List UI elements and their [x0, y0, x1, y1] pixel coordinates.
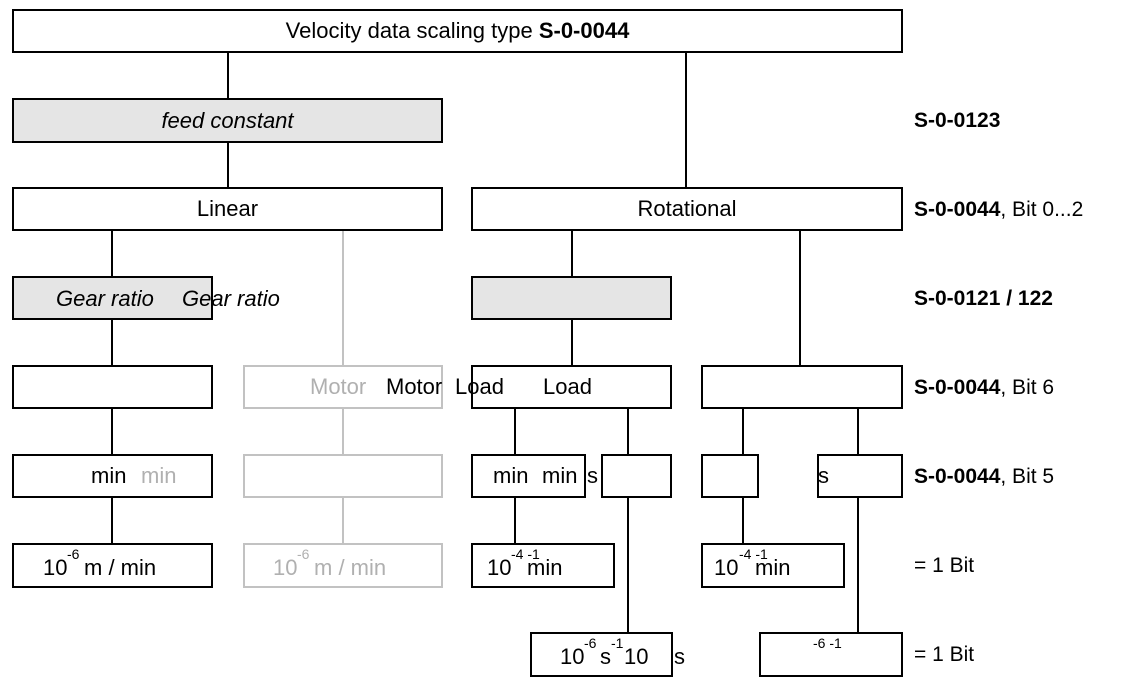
- rotational-motor-box: [701, 365, 903, 409]
- min-box-rot: [471, 454, 586, 498]
- unit-rot-a-rest: min: [527, 555, 563, 580]
- rotational-box: [471, 187, 903, 231]
- unit-s-a-base2: 10: [624, 644, 649, 669]
- ref-feed-constant: S-0-0123: [914, 109, 1000, 133]
- unit-box-rot-b: [701, 543, 845, 588]
- ref-rest: , Bit 6: [1000, 376, 1055, 399]
- unit-rot-b-rest: min: [755, 555, 791, 580]
- ref-param: S-0-0044: [914, 465, 1001, 488]
- unit-s-a-exp2: -1: [611, 635, 624, 651]
- title-label: Velocity data scaling type S-0-0044: [12, 19, 903, 43]
- gear-ratio-box-linear: [12, 276, 213, 320]
- unit-box-s-b: [759, 632, 903, 677]
- gear-ratio-label-a: Gear ratio: [56, 286, 154, 311]
- ref-param: S-0-0123: [914, 109, 1001, 132]
- title-box: [12, 9, 903, 53]
- unit-s-a-base: 10: [560, 644, 585, 669]
- unit-linear-rest: m / min: [84, 555, 157, 580]
- ref-rest: , Bit 5: [1000, 465, 1055, 488]
- unit-rot-a-base: 10: [487, 555, 512, 580]
- min-box-faded: [243, 454, 443, 498]
- unit-s-b-exp: -6 -1: [813, 635, 842, 651]
- unit-rot-b-exp: -4 -1: [739, 546, 768, 562]
- motor-box-faded: [243, 365, 443, 409]
- min-label-linear: min: [91, 463, 127, 488]
- ref-linear-rotational: S-0-0044, Bit 0...2: [914, 198, 1083, 222]
- unit-faded-exp: -6: [297, 546, 310, 562]
- gear-ratio-label-b: Gear ratio: [182, 286, 280, 311]
- gear-ratio-box-rotational: [471, 276, 672, 320]
- ref-param: S-0-0121: [914, 287, 1001, 310]
- min-label-rot-a: min: [493, 463, 529, 488]
- unit-s-a-s: s: [600, 644, 611, 669]
- ref-one-bit-a: = 1 Bit: [914, 554, 974, 578]
- feed-constant-box: [12, 98, 443, 143]
- unit-box-s-a: [530, 632, 673, 677]
- ref-one-bit-b: = 1 Bit: [914, 643, 974, 667]
- unit-box-linear: [12, 543, 213, 588]
- ref-rest: = 1 Bit: [914, 554, 975, 577]
- unit-faded-base: 10: [273, 555, 298, 580]
- ref-gear-ratio: S-0-0121 / 122: [914, 287, 1053, 311]
- unit-rot-b-base: 10: [714, 555, 739, 580]
- unit-box-faded: [243, 543, 443, 588]
- ref-param: S-0-0044: [914, 376, 1001, 399]
- motor-label-faded: Motor: [310, 374, 367, 399]
- ref-motor-load: S-0-0044, Bit 6: [914, 376, 1054, 400]
- min-box-linear: [12, 454, 213, 498]
- linear-label: Linear: [196, 196, 259, 221]
- unit-linear-exp: -6: [67, 546, 80, 562]
- ref-rest: = 1 Bit: [914, 643, 975, 666]
- min-label-faded-a: min: [141, 463, 177, 488]
- linear-box: [12, 187, 443, 231]
- s-box-rot-2: [817, 454, 903, 498]
- load-label-b: Load: [543, 374, 592, 399]
- rotational-label: Rotational: [637, 196, 737, 221]
- load-label-a: Load: [455, 374, 504, 399]
- unit-s-a-s2: s: [674, 644, 685, 669]
- feed-constant-label: feed constant: [161, 108, 294, 133]
- ref-param-2: 122: [1017, 287, 1053, 310]
- unit-rot-a-exp: -4 -1: [511, 546, 540, 562]
- ref-min-s: S-0-0044, Bit 5: [914, 465, 1054, 489]
- s-label-b: s: [818, 463, 829, 488]
- min-label-rot-b: min: [542, 463, 578, 488]
- s-label-a: s: [587, 463, 598, 488]
- s-box-rot: [601, 454, 672, 498]
- min-box-rot-2: [701, 454, 759, 498]
- unit-s-a-exp: -6: [584, 635, 597, 651]
- ref-param: S-0-0044: [914, 198, 1001, 221]
- linear-motor-box: [12, 365, 213, 409]
- unit-box-rot-a: [471, 543, 615, 588]
- title-param: S-0-0044: [538, 18, 630, 43]
- motor-label: Motor: [386, 374, 443, 399]
- ref-rest: , Bit 0...2: [1000, 198, 1084, 221]
- unit-linear-base: 10: [43, 555, 68, 580]
- unit-faded-rest: m / min: [314, 555, 387, 580]
- title-prefix: Velocity data scaling type: [285, 18, 539, 43]
- load-box: [471, 365, 672, 409]
- ref-sep: /: [1000, 287, 1018, 310]
